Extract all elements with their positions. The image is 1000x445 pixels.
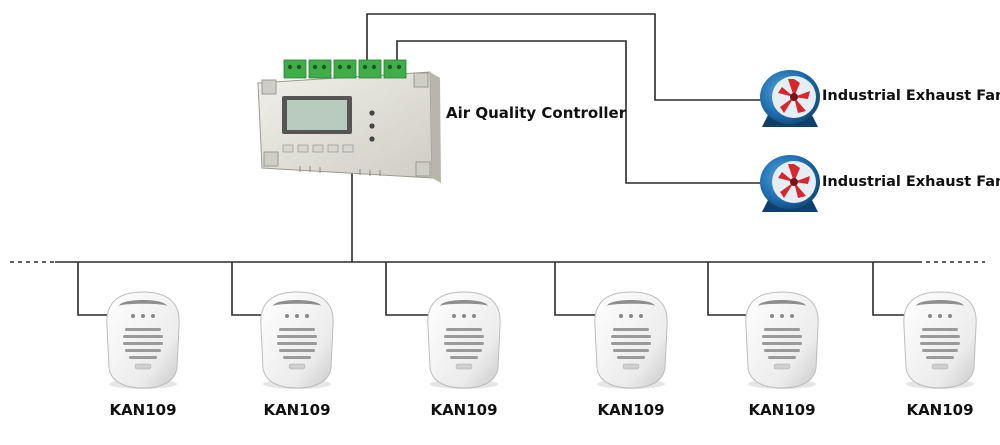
sensor-5-wire: [707, 262, 748, 316]
gas-sensor-4: [594, 291, 668, 390]
gas-sensor-1: [106, 291, 180, 390]
mount-tab: [263, 151, 279, 167]
terminal-blocks: [283, 59, 407, 79]
controller-vents: [299, 166, 381, 176]
sensor-6-wire: [872, 262, 906, 316]
sensor-4-wire: [554, 262, 596, 316]
sensor-1-label: KAN109: [109, 401, 177, 419]
gas-sensors: [106, 291, 977, 390]
fan-blades: [778, 164, 810, 198]
terminal-screws: [287, 64, 402, 70]
wiring: [10, 13, 985, 316]
fan-2-wire: [396, 40, 770, 184]
sensor-4-label: KAN109: [597, 401, 665, 419]
status-leds: [369, 110, 375, 142]
fan-1-label: Industrial Exhaust Fan: [822, 88, 1000, 104]
sensor-6-label: KAN109: [906, 401, 974, 419]
keypad-buttons: [282, 144, 354, 153]
gas-sensor-6: [903, 291, 977, 390]
lcd-screen: [287, 100, 347, 130]
sensor-5-label: KAN109: [748, 401, 816, 419]
controller-label: Air Quality Controller: [446, 104, 627, 122]
sensor-2-label: KAN109: [263, 401, 331, 419]
fan-2-label: Industrial Exhaust Fan: [822, 174, 1000, 190]
gas-sensor-2: [260, 291, 334, 390]
exhaust-fan-2: [760, 155, 820, 212]
air-quality-controller-device: [257, 59, 441, 183]
sensor-2-wire: [231, 262, 265, 316]
gas-sensor-5: [745, 291, 819, 390]
sensor-3-label: KAN109: [430, 401, 498, 419]
controller-side: [430, 72, 441, 183]
exhaust-fan-1: [760, 70, 820, 127]
mount-tab: [415, 161, 431, 177]
sensor-1-wire: [77, 262, 110, 316]
gas-sensor-3: [427, 291, 501, 390]
mount-tab: [413, 72, 429, 88]
sensor-3-wire: [385, 262, 430, 316]
fan-1-wire: [366, 13, 770, 101]
mount-tab: [261, 79, 277, 95]
